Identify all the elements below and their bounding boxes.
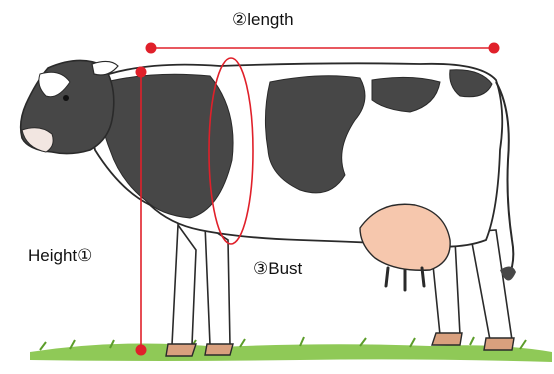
height-top-dot <box>136 67 147 78</box>
grass <box>30 337 552 362</box>
length-label: ②length <box>232 10 294 30</box>
height-bottom-dot <box>136 345 147 356</box>
height-label: Height① <box>28 246 92 266</box>
bust-label: ③Bust <box>253 259 302 279</box>
length-end-dot <box>489 43 500 54</box>
cow-head <box>21 60 118 153</box>
length-start-dot <box>146 43 157 54</box>
